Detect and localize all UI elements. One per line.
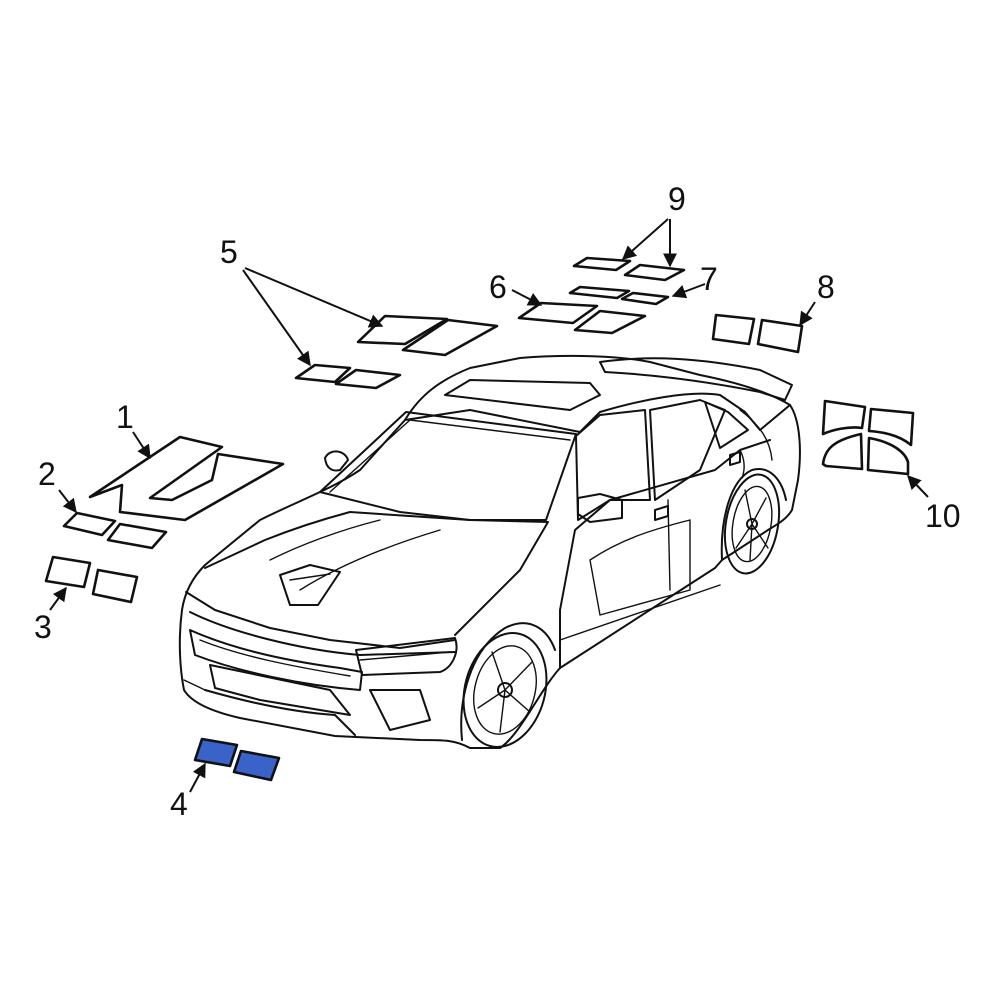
callout-2: 2 (38, 456, 56, 492)
callout-8: 8 (817, 269, 835, 305)
callout-3: 3 (34, 609, 52, 645)
decal-group-6 (517, 301, 647, 335)
decal-group-3 (44, 555, 139, 604)
decal-hood-stripes (88, 435, 285, 522)
callout-7: 7 (700, 261, 718, 297)
leader-lines (49, 218, 929, 793)
callout-6: 6 (489, 269, 507, 305)
callout-labels: 1 2 3 4 5 6 7 8 9 10 (34, 181, 961, 822)
callout-4: 4 (170, 786, 188, 822)
callout-1: 1 (116, 399, 134, 435)
callout-5: 5 (220, 234, 238, 270)
decal-group-10 (821, 399, 915, 476)
decal-4-right (232, 749, 281, 782)
decal-group-9 (572, 256, 686, 282)
decal-group-8 (711, 313, 804, 354)
decal-4-left (193, 737, 239, 768)
decal-group-4 (193, 737, 281, 782)
decal-group-2 (62, 511, 168, 550)
callout-10: 10 (925, 498, 961, 534)
decal-group-7 (568, 285, 670, 306)
car-illustration (178, 354, 801, 749)
callout-9: 9 (668, 181, 686, 217)
decal-group-5 (294, 314, 499, 390)
